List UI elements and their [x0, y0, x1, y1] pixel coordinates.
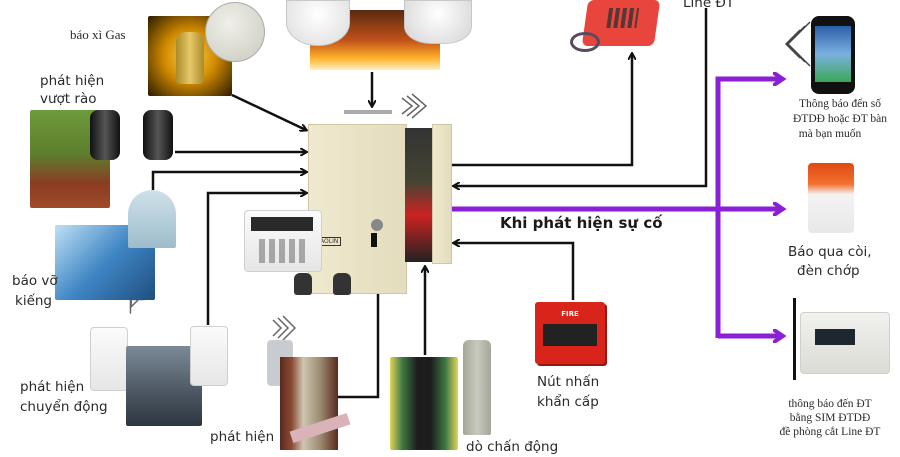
panel-interior	[405, 128, 435, 262]
window-image	[390, 357, 458, 450]
gsm-label-line2: bằng SIM ĐTDĐ	[789, 412, 871, 424]
gsm-label-line1: thông báo đến ĐT	[788, 398, 872, 410]
siren-label-line2: đèn chớp	[797, 263, 860, 279]
glass-label-line1: báo vỡ	[12, 273, 58, 289]
alert-caption: Khi phát hiện sự cố	[500, 214, 663, 232]
key-icon	[371, 233, 377, 247]
siren-label-line1: Báo qua còi,	[788, 244, 872, 260]
gas-detector-image	[205, 2, 265, 62]
mobile-label-line3: mà bạn muốn	[798, 128, 862, 140]
line-dt-label: Line ĐT	[683, 0, 735, 11]
phone-keypad	[606, 8, 640, 28]
panel-side	[432, 124, 452, 264]
vibration-label: dò chấn động	[466, 439, 559, 455]
mobile-label-line2: ĐTDĐ hoặc ĐT bàn	[793, 113, 887, 125]
keypad[interactable]	[244, 210, 322, 272]
keypad-buttons	[259, 239, 309, 263]
motion-label-line2: chuyển động	[20, 399, 108, 415]
beam-sensor-receiver	[143, 110, 173, 160]
fence-label-line2: vượt rào	[40, 91, 97, 107]
keypad-display	[251, 217, 313, 231]
fence-label-line1: phát hiện	[40, 73, 105, 89]
pir-sensor-right	[190, 326, 228, 386]
antenna-icon	[344, 110, 392, 114]
phone-cord	[570, 32, 600, 52]
gsm-antenna	[793, 298, 796, 380]
panic-label-line2: khẩn cấp	[537, 394, 599, 410]
alarm-control-panel[interactable]: AOLIN	[308, 124, 407, 294]
wire-panic	[454, 243, 575, 300]
mobile-label-line1: Thông báo đến số	[798, 98, 882, 110]
mobile-phone[interactable]	[811, 16, 855, 94]
siren-strobe[interactable]	[808, 163, 854, 233]
panic-label-line1: Nút nhấn	[537, 374, 600, 390]
gsm-label-line3: đề phòng cắt Line ĐT	[779, 426, 881, 438]
gas-leak-label: báo xì Gas	[70, 27, 126, 42]
fire-text: FIRE	[561, 310, 579, 318]
wire-phone	[452, 54, 632, 167]
wire-door	[337, 287, 378, 399]
gsm-display	[815, 329, 855, 345]
key-lock-icon	[371, 219, 383, 231]
motion-label-line1: phát hiện	[20, 379, 85, 395]
remote-control-1	[294, 273, 312, 295]
wire-glass	[151, 172, 306, 190]
door-label: phát hiện	[210, 429, 275, 445]
intruder-image	[126, 346, 202, 426]
heat-detector-image	[404, 0, 472, 44]
smoke-detector-image	[286, 0, 350, 46]
pir-sensor-left	[90, 327, 128, 391]
remote-control-2	[333, 273, 351, 295]
glass-label-line2: kiếng	[15, 293, 52, 309]
mobile-screen	[815, 26, 851, 82]
beam-sensor-transmitter	[90, 110, 120, 160]
gsm-dialer[interactable]	[800, 312, 890, 374]
wire-gas	[231, 93, 306, 130]
mobile-signal-icon	[784, 21, 811, 67]
alert-wire-mobile	[715, 79, 782, 338]
glass-break-sensor	[128, 190, 176, 248]
fire-call-point[interactable]: FIRE	[535, 302, 605, 364]
vibration-sensor	[463, 340, 491, 435]
